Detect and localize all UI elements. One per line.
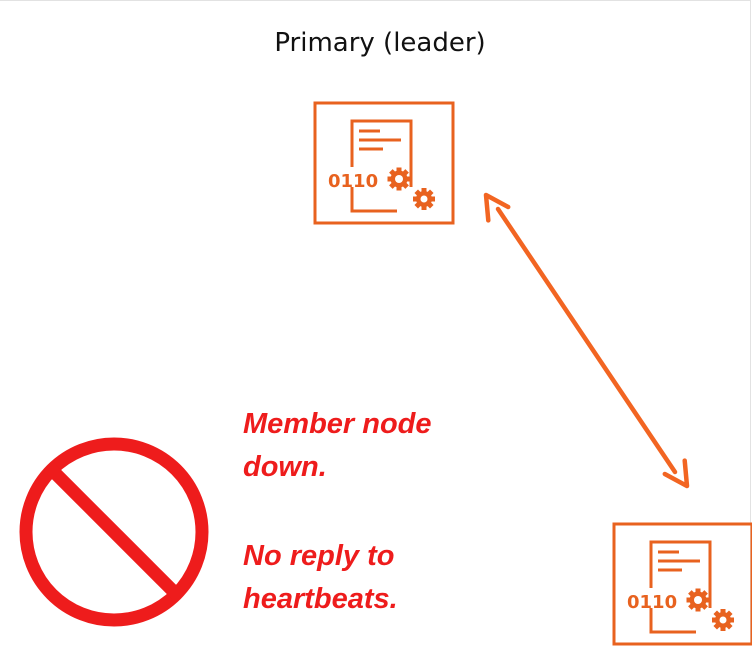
small-gear-icon	[712, 609, 734, 631]
prohibited-icon	[19, 437, 209, 627]
primary-leader-label: Primary (leader)	[274, 28, 486, 58]
status-text-line-3: No reply to	[243, 540, 395, 572]
primary-node-server-icon: 0110	[313, 101, 455, 225]
node-binary-text: 0110	[627, 592, 677, 613]
large-gear-icon	[387, 167, 411, 191]
small-gear-icon	[413, 188, 435, 210]
status-text-line-2: down.	[243, 451, 327, 483]
status-text-line-4: heartbeats.	[243, 583, 398, 615]
node-binary-text: 0110	[328, 171, 378, 192]
status-text-line-1: Member node	[243, 408, 432, 440]
member-node-server-icon: 0110	[612, 522, 752, 646]
large-gear-icon	[686, 588, 710, 612]
